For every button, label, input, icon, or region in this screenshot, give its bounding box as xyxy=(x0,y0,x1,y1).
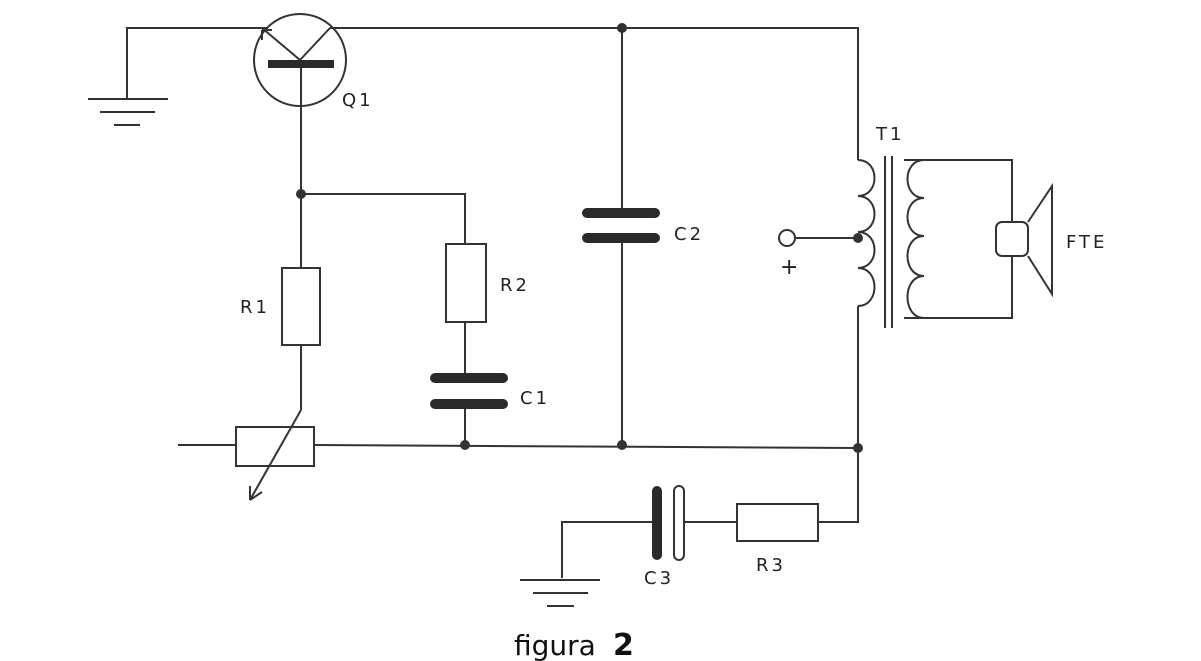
label-c3: C3 xyxy=(644,568,674,589)
capacitor-c2 xyxy=(582,208,660,243)
figure-caption-number: 2 xyxy=(613,628,634,661)
resistor-r1 xyxy=(281,267,321,346)
wires xyxy=(126,27,1013,578)
resistor-r3 xyxy=(736,503,819,542)
label-r1: R1 xyxy=(240,297,270,318)
capacitor-c3 xyxy=(652,485,685,561)
junction-dots xyxy=(296,23,863,453)
transformer-t1 xyxy=(857,156,925,328)
potentiometer xyxy=(235,409,315,501)
figure-caption-word: figura xyxy=(514,629,596,661)
label-plus: + xyxy=(780,255,801,280)
resistor-r2 xyxy=(445,243,487,323)
label-q1: Q1 xyxy=(342,90,374,111)
ground-symbol-top xyxy=(88,98,168,126)
transistor-q1 xyxy=(253,13,347,107)
label-r3: R3 xyxy=(756,555,786,576)
label-c1: C1 xyxy=(520,388,550,409)
positive-terminal xyxy=(778,229,796,247)
label-c2: C2 xyxy=(674,224,704,245)
ground-symbol-bottom xyxy=(520,579,600,607)
capacitor-c1 xyxy=(430,373,508,409)
label-r2: R2 xyxy=(500,275,530,296)
label-t1: T1 xyxy=(875,124,904,145)
speaker-icon xyxy=(995,182,1053,298)
label-fte: FTE xyxy=(1066,232,1107,253)
